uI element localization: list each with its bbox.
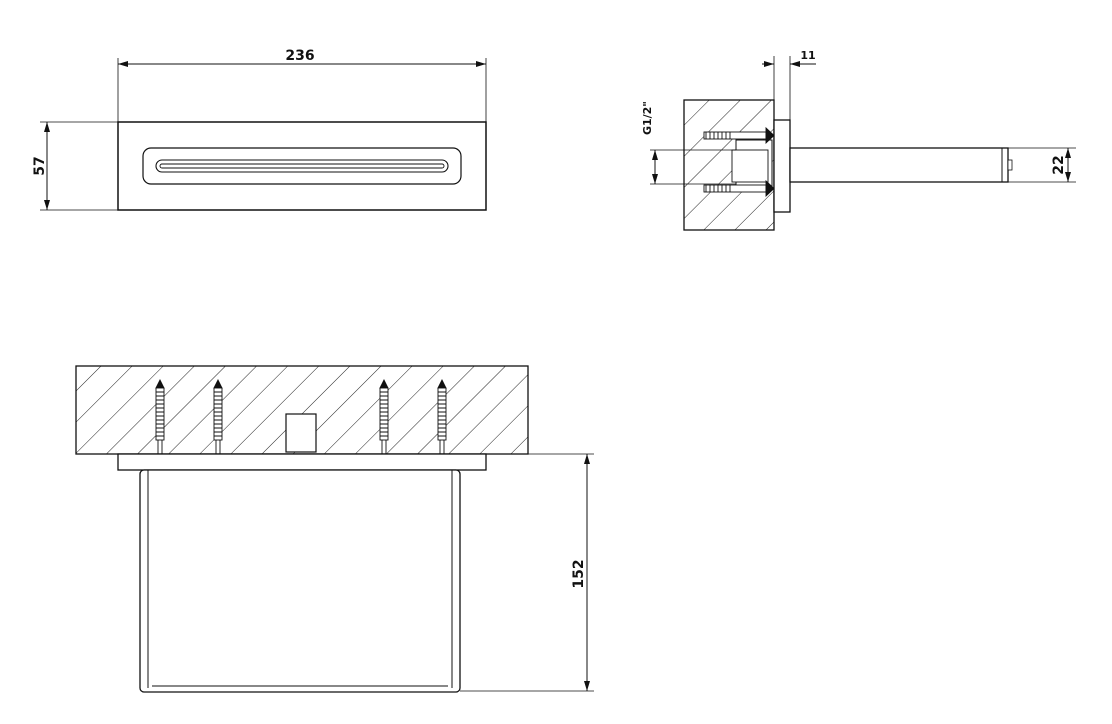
top-anchor-3	[379, 378, 389, 454]
top-plate	[117, 453, 487, 471]
dim-width-front: 236	[118, 48, 486, 67]
top-anchor-4	[437, 378, 447, 454]
front-slot-inner	[155, 159, 449, 173]
front-slot-outer	[142, 147, 462, 185]
top-view	[75, 365, 594, 693]
top-spout	[139, 469, 461, 693]
dim-projection: 152	[571, 454, 590, 691]
dim-height-label: 57	[32, 156, 48, 175]
side-screw-top	[703, 126, 775, 145]
side-spout	[789, 147, 1009, 183]
top-connector	[285, 413, 317, 453]
top-anchor-2	[213, 378, 223, 454]
dim-spout-height-label: 22	[1051, 155, 1067, 174]
side-plate	[773, 119, 791, 213]
top-anchor-1	[155, 378, 165, 454]
side-screw-bottom	[703, 179, 775, 198]
front-body	[117, 121, 487, 211]
dim-spout-height: 22	[1051, 148, 1071, 182]
front-slot-core	[159, 163, 445, 169]
dim-projection-label: 152	[571, 559, 587, 588]
dim-thread-label: G1/2"	[641, 101, 654, 135]
front-view	[40, 58, 487, 211]
dim-wall-depth: 11	[762, 49, 816, 67]
dim-thread: G1/2"	[641, 101, 658, 184]
dim-wall-depth-label: 11	[800, 49, 815, 62]
dim-height-front: 57	[32, 122, 50, 210]
dim-width-label: 236	[285, 48, 314, 64]
side-view	[650, 56, 1076, 231]
